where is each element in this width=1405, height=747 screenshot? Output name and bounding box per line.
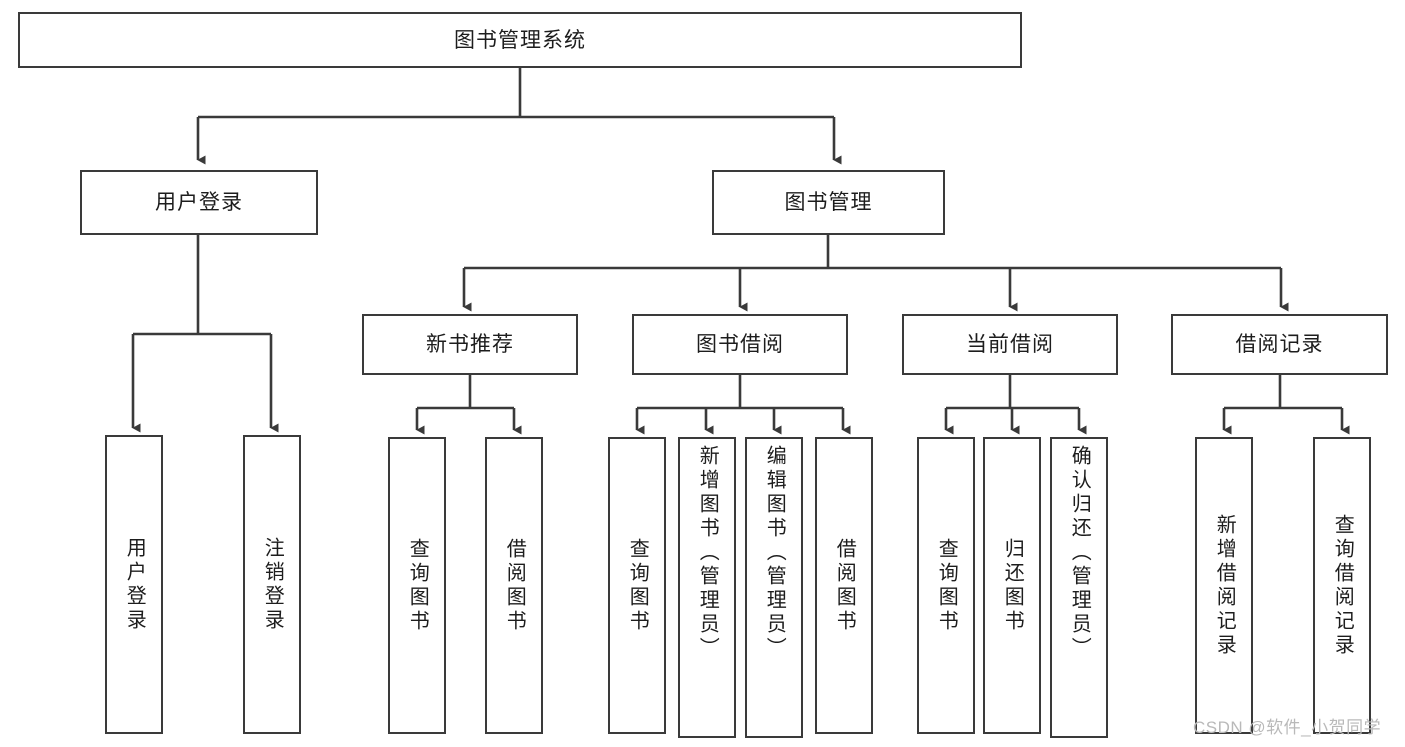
node-leaf-borrow-book-2[interactable]: 借阅图书 <box>815 437 873 734</box>
node-book-borrow-label: 图书借阅 <box>696 333 784 356</box>
node-leaf-user-logout-label: 注销登录 <box>261 536 284 633</box>
node-leaf-query-book-2-label: 查询图书 <box>626 537 649 634</box>
node-leaf-add-book[interactable]: 新增图书（管理员） <box>678 437 736 738</box>
node-root-label: 图书管理系统 <box>454 28 586 52</box>
node-current-borrow[interactable]: 当前借阅 <box>902 314 1118 375</box>
node-user-login[interactable]: 用户登录 <box>80 170 318 235</box>
node-leaf-query-book-2[interactable]: 查询图书 <box>608 437 666 734</box>
watermark-text: CSDN @软件_小贺同学 <box>1193 718 1382 737</box>
node-user-login-label: 用户登录 <box>155 191 243 214</box>
node-borrow-record-label: 借阅记录 <box>1235 333 1324 356</box>
node-leaf-borrow-book-2-label: 借阅图书 <box>833 537 856 634</box>
node-leaf-query-record-label: 查询借阅记录 <box>1331 513 1354 658</box>
node-leaf-user-login[interactable]: 用户登录 <box>105 435 163 734</box>
node-leaf-query-book-1[interactable]: 查询图书 <box>388 437 446 734</box>
node-leaf-return-book[interactable]: 归还图书 <box>983 437 1041 734</box>
node-leaf-query-book-1-label: 查询图书 <box>406 537 429 634</box>
node-leaf-user-login-label: 用户登录 <box>123 536 146 633</box>
node-book-borrow[interactable]: 图书借阅 <box>632 314 848 375</box>
node-leaf-user-logout[interactable]: 注销登录 <box>243 435 301 734</box>
node-leaf-query-record[interactable]: 查询借阅记录 <box>1313 437 1371 734</box>
node-leaf-return-book-label: 归还图书 <box>1001 537 1024 634</box>
node-leaf-add-record[interactable]: 新增借阅记录 <box>1195 437 1253 734</box>
node-new-book-recommend[interactable]: 新书推荐 <box>362 314 578 375</box>
node-leaf-add-book-label: 新增图书（管理员） <box>696 445 719 661</box>
node-borrow-record[interactable]: 借阅记录 <box>1171 314 1388 375</box>
node-leaf-edit-book[interactable]: 编辑图书（管理员） <box>745 437 803 738</box>
node-leaf-borrow-book-1-label: 借阅图书 <box>503 537 526 634</box>
node-leaf-query-book-3[interactable]: 查询图书 <box>917 437 975 734</box>
node-leaf-confirm-return[interactable]: 确认归还（管理员） <box>1050 437 1108 738</box>
node-leaf-edit-book-label: 编辑图书（管理员） <box>763 445 786 661</box>
node-root[interactable]: 图书管理系统 <box>18 12 1022 68</box>
node-current-borrow-label: 当前借阅 <box>966 333 1054 356</box>
node-leaf-borrow-book-1[interactable]: 借阅图书 <box>485 437 543 734</box>
node-book-manage[interactable]: 图书管理 <box>712 170 945 235</box>
node-leaf-add-record-label: 新增借阅记录 <box>1213 513 1236 658</box>
node-leaf-query-book-3-label: 查询图书 <box>935 537 958 634</box>
node-leaf-confirm-return-label: 确认归还（管理员） <box>1068 445 1091 661</box>
node-book-manage-label: 图书管理 <box>784 191 873 214</box>
node-new-book-recommend-label: 新书推荐 <box>426 333 514 356</box>
